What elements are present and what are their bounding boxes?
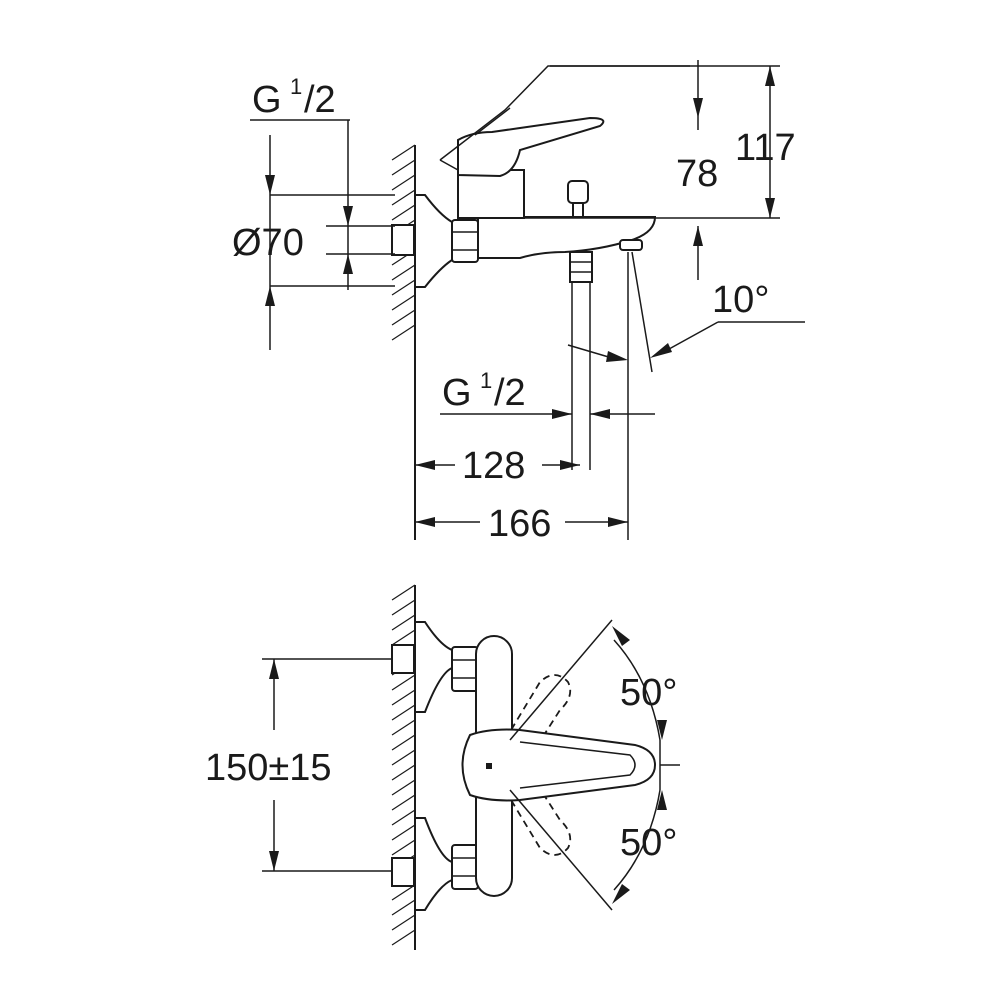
height-total-label: 117 bbox=[735, 127, 796, 169]
wall-hatching-top bbox=[391, 584, 416, 946]
connector-upper bbox=[391, 621, 479, 713]
diameter-label: Ø70 bbox=[232, 222, 304, 264]
wall-side bbox=[391, 144, 416, 540]
centers-label: 150±15 bbox=[205, 747, 332, 789]
side-view: G 1 /2 Ø70 117 78 10° bbox=[232, 60, 805, 545]
top-view: 150±15 50° 50° bbox=[205, 584, 680, 950]
diverter-knob bbox=[567, 180, 589, 204]
lever-angle-bottom-label: 50° bbox=[620, 822, 677, 864]
dim-heights: 117 78 bbox=[520, 60, 796, 280]
thread-bottom-sub: /2 bbox=[494, 372, 526, 414]
spout-angle-label: 10° bbox=[712, 279, 769, 321]
inlet-connector-side bbox=[391, 224, 415, 256]
depth-166-label: 166 bbox=[488, 503, 551, 545]
dim-thread-bottom: G 1 /2 bbox=[440, 368, 655, 419]
spout-axis bbox=[631, 251, 653, 373]
thread-top-sup: 1 bbox=[290, 74, 302, 99]
aerator bbox=[619, 239, 643, 251]
dim-spout-angle: 10° bbox=[567, 279, 805, 362]
lever-position-right bbox=[504, 769, 572, 856]
dim-depth-166: 166 bbox=[415, 503, 628, 545]
dim-lever-angle-bottom: 50° bbox=[509, 789, 677, 911]
dim-thread-top: G 1 /2 bbox=[250, 74, 395, 350]
dim-centers: 150±15 bbox=[205, 658, 392, 872]
wall-hatching-side bbox=[391, 144, 416, 341]
nut-side bbox=[451, 219, 479, 263]
thread-top-sub: /2 bbox=[304, 79, 336, 121]
depth-128-label: 128 bbox=[462, 445, 525, 487]
escutcheon-side bbox=[414, 194, 453, 288]
dim-lever-angle-top: 50° bbox=[509, 619, 677, 790]
lever-position-left bbox=[504, 674, 572, 761]
outlet-connector bbox=[569, 251, 593, 283]
thread-bottom-label: G bbox=[442, 372, 472, 414]
height-outlet-label: 78 bbox=[676, 153, 718, 195]
dim-depth-128: 128 bbox=[415, 445, 580, 487]
thread-top-label: G bbox=[252, 79, 282, 121]
lever-side bbox=[457, 116, 605, 178]
thread-bottom-sup: 1 bbox=[480, 368, 492, 393]
wall-top bbox=[391, 584, 416, 950]
cartridge-housing bbox=[457, 169, 525, 219]
lever-angle-top-label: 50° bbox=[620, 672, 677, 714]
lever-marker bbox=[486, 763, 492, 769]
mixer-body-side bbox=[477, 216, 657, 259]
